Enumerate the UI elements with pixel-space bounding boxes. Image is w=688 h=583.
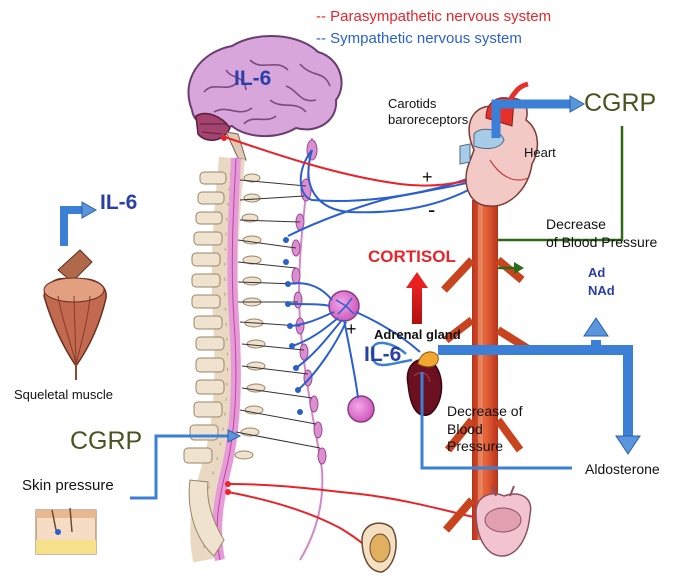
gonad-illustration xyxy=(362,523,396,572)
ad-label: Ad xyxy=(588,264,615,282)
adrenal-gland-illustration xyxy=(418,352,438,367)
decrease-bp-bottom-line3: Pressure xyxy=(447,438,522,456)
cgrp-left-label: CGRP xyxy=(70,428,142,454)
cortisol-arrow xyxy=(406,272,428,324)
legend-sympathetic: -- Sympathetic nervous system xyxy=(316,31,522,47)
brain-illustration xyxy=(188,36,341,160)
plus-adrenal-sign: + xyxy=(346,320,357,339)
decrease-bp-top-line1: Decrease xyxy=(546,216,657,234)
adrenal-gland-label: Adrenal gland xyxy=(374,328,461,342)
skin-pressure-label: Skin pressure xyxy=(22,478,114,494)
carotid-artery xyxy=(510,84,528,100)
il6-brain-label: IL-6 xyxy=(234,68,271,90)
cortisol-label: CORTISOL xyxy=(368,248,456,266)
aorta-illustration xyxy=(444,200,530,540)
il6-adrenal-label: IL-6 xyxy=(364,344,401,366)
skin-illustration xyxy=(36,508,96,554)
carotids-label: Carotids baroreceptors xyxy=(388,96,468,129)
mesenteric-ganglion xyxy=(348,396,374,422)
decrease-bp-bottom-label: Decrease of Blood Pressure xyxy=(447,403,522,456)
minus-heart-sign: - xyxy=(428,198,435,221)
carotids-line1: Carotids xyxy=(388,96,468,112)
carotids-line2: baroreceptors xyxy=(388,112,468,128)
decrease-bp-top-line2: of Blood Pressure xyxy=(546,234,657,252)
muscle-il6-arrow xyxy=(64,202,96,246)
il6-muscle-label: IL-6 xyxy=(100,192,137,214)
plus-heart-sign: + xyxy=(422,168,433,187)
cgrp-top-label: CGRP xyxy=(584,90,656,116)
legend-parasympathetic: -- Parasympathetic nervous system xyxy=(316,9,551,25)
skeletal-muscle-illustration xyxy=(44,250,106,380)
green-arrow-head xyxy=(514,262,524,274)
hormones-label: Ad NAd xyxy=(588,264,615,300)
decrease-bp-top-label: Decrease of Blood Pressure xyxy=(546,216,657,251)
heart-label: Heart xyxy=(524,146,556,160)
kidney-illustration xyxy=(407,359,441,415)
squeletal-muscle-label: Squeletal muscle xyxy=(14,388,113,402)
decrease-bp-bottom-line2: Blood xyxy=(447,421,522,439)
spinal-column xyxy=(184,158,265,560)
bladder-illustration xyxy=(476,486,531,556)
nad-label: NAd xyxy=(588,282,615,300)
celiac-ganglion xyxy=(329,291,359,321)
decrease-bp-bottom-line1: Decrease of xyxy=(447,403,522,421)
aldosterone-label: Aldosterone xyxy=(585,462,660,477)
